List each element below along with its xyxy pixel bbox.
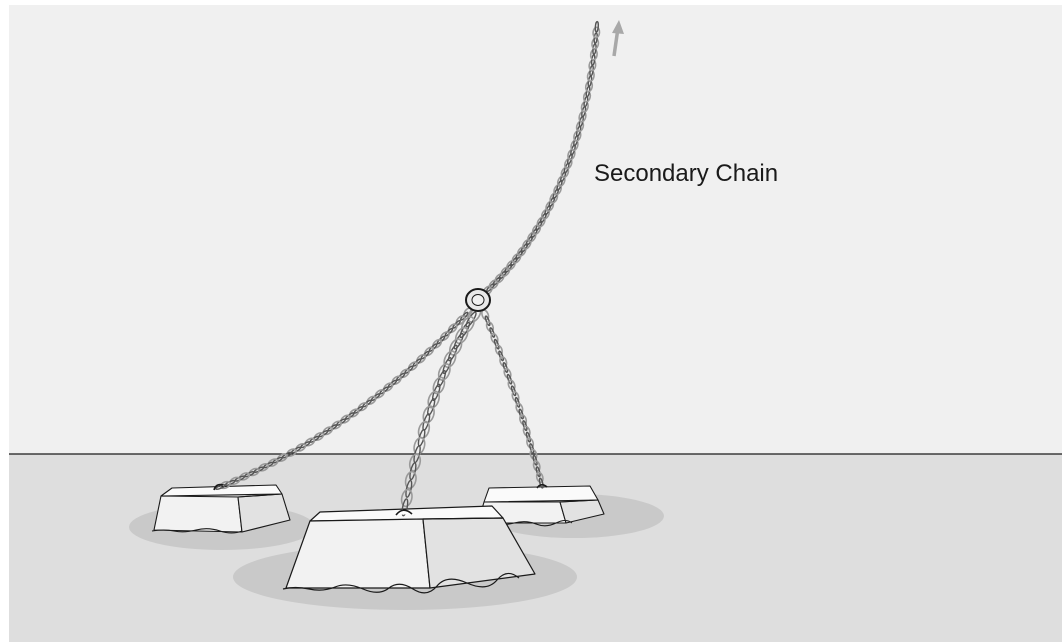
- sinker-block-left: [151, 484, 291, 534]
- shackle-left-block: [213, 483, 224, 491]
- chain-link: [526, 437, 535, 449]
- chain-link: [484, 315, 491, 327]
- chain-link: [437, 363, 451, 381]
- chain-link: [535, 471, 544, 484]
- chain-link: [432, 376, 446, 395]
- chain-link: [432, 338, 443, 349]
- chain-link: [490, 332, 499, 344]
- chain-link: [514, 396, 521, 408]
- chain-link: [511, 390, 520, 403]
- chain-link: [525, 431, 532, 443]
- chain-link: [489, 327, 496, 338]
- chain-link: [510, 385, 517, 397]
- chain-link: [516, 246, 527, 257]
- chain-link: [405, 479, 413, 498]
- chain-link: [460, 316, 475, 334]
- chain-link: [427, 390, 440, 409]
- chain-link: [498, 350, 504, 362]
- chain-link: [522, 425, 531, 437]
- chain-link: [459, 321, 471, 339]
- chain-link: [545, 200, 555, 212]
- chain-link: [538, 477, 544, 489]
- chain-link: [424, 346, 435, 357]
- chain-link: [219, 480, 231, 490]
- chain-link: [531, 224, 542, 236]
- chain-link: [592, 26, 601, 39]
- chain-link: [400, 488, 413, 508]
- chain-link: [503, 367, 512, 380]
- chain-link: [460, 311, 469, 321]
- chain-link: [500, 266, 511, 278]
- chain-link: [532, 460, 541, 472]
- shackle-front-block: [395, 509, 413, 516]
- chain-link: [506, 373, 513, 385]
- chain-link: [454, 326, 469, 345]
- secondary-chain-label: Secondary Chain: [594, 160, 779, 187]
- chain-link: [215, 484, 226, 490]
- chain-link: [527, 231, 537, 243]
- chain-link: [594, 20, 599, 33]
- chain-link: [540, 208, 551, 220]
- secondary-chain: [482, 20, 601, 296]
- chain-link: [507, 379, 516, 391]
- chain-link: [408, 453, 422, 472]
- chain-link: [401, 498, 409, 517]
- chain-link: [535, 466, 541, 478]
- chain-link: [465, 311, 477, 328]
- chain-link: [519, 414, 528, 426]
- chain-link: [488, 279, 499, 290]
- shackle-right-block: [536, 483, 548, 489]
- chain-link: [391, 375, 402, 385]
- chain-link: [416, 353, 427, 364]
- chain-link: [502, 362, 509, 373]
- chain-link: [515, 402, 524, 414]
- chain-link: [536, 216, 546, 228]
- chain-link: [379, 386, 389, 395]
- chain-link: [428, 343, 438, 352]
- chain-link: [493, 338, 500, 350]
- chain-link: [449, 338, 463, 356]
- chain-link: [499, 356, 508, 368]
- chain-link: [422, 405, 435, 424]
- bridle-chain-left: [215, 307, 473, 490]
- chain-link: [532, 454, 538, 466]
- chain-link: [529, 448, 538, 461]
- chain-link: [556, 175, 566, 187]
- chain-link: [511, 253, 522, 264]
- chain-link: [549, 192, 559, 204]
- chain-link: [494, 344, 504, 356]
- chain-link: [485, 321, 495, 333]
- chain-link: [447, 323, 458, 334]
- chain-link: [522, 420, 528, 432]
- chain-link: [439, 331, 450, 342]
- sinker-block-front: [282, 505, 536, 594]
- chain-link: [443, 350, 457, 369]
- bridle-chain-right: [481, 309, 544, 489]
- chain-link: [409, 462, 417, 481]
- chain-link: [444, 327, 454, 337]
- seabed: [9, 454, 1062, 642]
- chain-link: [522, 238, 532, 250]
- chain-link: [529, 443, 535, 455]
- chain-link: [564, 157, 573, 170]
- up-arrow-icon: [612, 20, 624, 57]
- chain-link: [553, 183, 563, 196]
- chain-link: [494, 273, 505, 284]
- chain-link: [452, 319, 461, 329]
- bridle-chain-middle: [400, 305, 482, 517]
- chain-link: [404, 470, 417, 490]
- chain-link: [560, 166, 570, 179]
- master-ring-hole: [471, 294, 485, 306]
- chain-link: [407, 361, 419, 371]
- chain-link: [518, 408, 524, 420]
- chain-link: [506, 259, 516, 271]
